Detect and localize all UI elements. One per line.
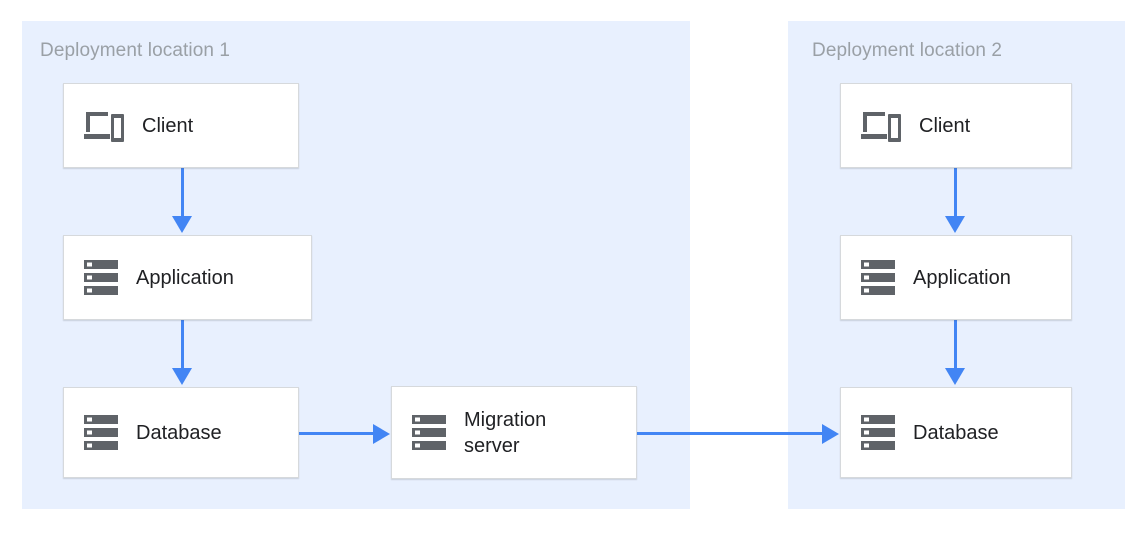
connector-client2-to-application2 — [954, 168, 957, 218]
node-client-1[interactable]: Client — [63, 83, 299, 168]
arrowhead-right-icon — [822, 424, 839, 444]
node-client-2[interactable]: Client — [840, 83, 1072, 168]
connector-application2-to-database2 — [954, 320, 957, 370]
node-application-2[interactable]: Application — [840, 235, 1072, 320]
connector-database1-to-migration — [299, 432, 375, 435]
server-icon — [861, 259, 895, 295]
node-migration-server[interactable]: Migration server — [391, 386, 637, 479]
node-application-1[interactable]: Application — [63, 235, 312, 320]
node-client-1-label: Client — [142, 114, 194, 137]
node-migration-server-label: Migration server — [464, 408, 547, 457]
arrowhead-down-icon — [172, 216, 192, 233]
deployment-zone-1-label: Deployment location 1 — [40, 40, 231, 61]
server-icon — [861, 414, 895, 450]
client-devices-icon — [861, 111, 901, 142]
arrowhead-down-icon — [945, 368, 965, 385]
connector-application1-to-database1 — [181, 320, 184, 370]
server-icon — [412, 414, 446, 450]
node-application-1-label: Application — [136, 266, 234, 289]
client-devices-icon — [84, 111, 124, 142]
node-application-2-label: Application — [913, 266, 1011, 289]
server-icon — [84, 414, 118, 450]
connector-migration-to-database2 — [637, 432, 824, 435]
arrowhead-down-icon — [945, 216, 965, 233]
node-database-2[interactable]: Database — [840, 387, 1072, 478]
node-database-2-label: Database — [913, 421, 999, 444]
node-database-1-label: Database — [136, 421, 222, 444]
server-icon — [84, 259, 118, 295]
deployment-zone-2-label: Deployment location 2 — [812, 40, 1003, 61]
arrowhead-down-icon — [172, 368, 192, 385]
node-database-1[interactable]: Database — [63, 387, 299, 478]
arrowhead-right-icon — [373, 424, 390, 444]
connector-client1-to-application1 — [181, 168, 184, 218]
node-client-2-label: Client — [919, 114, 971, 137]
